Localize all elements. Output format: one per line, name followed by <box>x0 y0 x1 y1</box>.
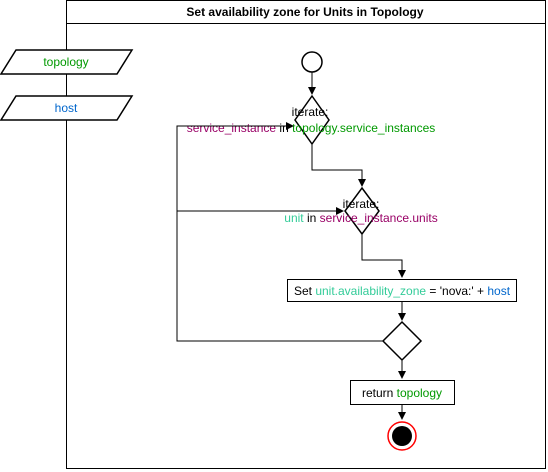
return-box <box>350 380 455 405</box>
loop2-collection-obj: service_instance <box>320 211 410 225</box>
loop2-var: unit <box>284 211 304 225</box>
action-target: unit.availability_zone <box>315 284 426 298</box>
return-value: topology <box>397 386 442 400</box>
input-host: host <box>0 95 134 121</box>
input-topology: topology <box>0 49 134 75</box>
loop2-in: in <box>304 211 320 225</box>
edge-loop2-to-action <box>361 234 406 278</box>
input-topology-label: topology <box>43 55 88 69</box>
action-value: host <box>487 284 510 298</box>
swimlane-frame <box>66 0 546 469</box>
end-node <box>387 421 417 451</box>
loop1-expression: service_instance in topology.service_ins… <box>187 121 436 135</box>
loop2-collection-attr: .units <box>409 211 438 225</box>
loop1-in: in <box>276 121 292 135</box>
return-text: return topology <box>362 386 442 400</box>
action-assign: = 'nova:' + <box>426 284 487 298</box>
loop2-expression: unit in service_instance.units <box>284 211 437 225</box>
return-prefix: return <box>362 386 397 400</box>
input-host-label: host <box>55 101 78 115</box>
loop1-collection-obj: topology <box>292 121 337 135</box>
action-text: Set unit.availability_zone = 'nova:' + h… <box>294 284 511 298</box>
loop1-var: service_instance <box>187 121 277 135</box>
diagram-title: Set availability zone for Units in Topol… <box>186 5 423 19</box>
loop1-keyword: iterate: <box>292 105 329 119</box>
action-prefix: Set <box>294 284 315 298</box>
edge-merge-back-to-loop1 <box>176 122 383 342</box>
loop2-keyword: iterate: <box>343 197 380 211</box>
loop1-collection-attr: .service_instances <box>337 121 436 135</box>
edge-loop1-to-loop2 <box>311 144 366 187</box>
start-node <box>301 51 323 73</box>
